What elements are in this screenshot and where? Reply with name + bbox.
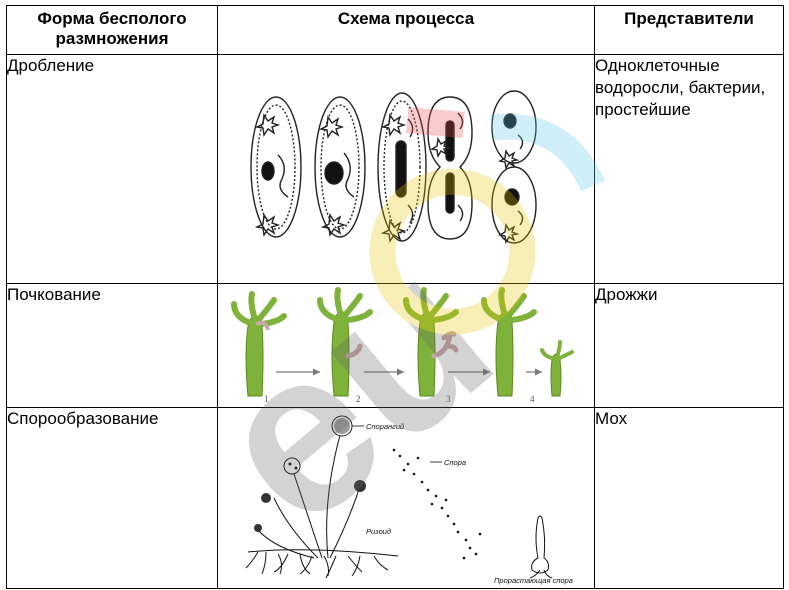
row-form-fission: Дробление xyxy=(6,54,218,284)
sporangium xyxy=(254,524,262,532)
header-scheme: Схема процесса xyxy=(217,5,595,55)
table-row: Дробление xyxy=(6,54,784,284)
paramecium-cell xyxy=(427,96,473,240)
row-examples-fission: Одноклеточные водоросли, бактерии, прост… xyxy=(594,54,784,284)
paramecium-cell xyxy=(491,90,537,244)
label-rhizoid: Ризоид xyxy=(366,527,391,536)
hydra xyxy=(231,291,287,397)
germinating-spore xyxy=(529,515,553,579)
header-row: Форма бесполого размножения Схема процес… xyxy=(6,5,784,55)
label-germinating-spore: Прорастающая спора xyxy=(494,576,573,585)
row-form-budding: Почкование xyxy=(6,283,218,408)
hydra xyxy=(317,287,373,397)
sporangium xyxy=(283,457,301,475)
hydra-small xyxy=(540,340,574,397)
sporulation-diagram-cell: Спорангий Спора Ризоид Прорастающая спор… xyxy=(217,407,595,589)
row-examples-budding: Дрожжи xyxy=(594,283,784,408)
hydra xyxy=(481,287,537,397)
fission-diagram-cell xyxy=(217,54,595,284)
table-row: Почкование xyxy=(6,283,784,408)
step-label: 4 xyxy=(530,394,535,404)
row-form-sporulation: Спорообразование xyxy=(6,407,218,589)
table-row: Спорообразование xyxy=(6,407,784,589)
paramecium-cell xyxy=(377,92,427,243)
label-spore: Спора xyxy=(444,458,466,467)
step-label: 1 xyxy=(264,394,269,404)
sporangium xyxy=(331,415,353,437)
header-examples: Представители xyxy=(594,5,784,55)
hydra xyxy=(403,287,459,397)
label-sporangium: Спорангий xyxy=(366,422,405,431)
paramecium-cell xyxy=(250,96,302,238)
budding-diagram-cell: 1 2 3 4 xyxy=(217,283,595,408)
sporangium xyxy=(261,493,271,503)
budding-diagram: 1 2 3 4 xyxy=(231,287,574,404)
step-label: 2 xyxy=(356,394,361,404)
row-examples-sporulation: Мох xyxy=(594,407,784,589)
fission-diagram xyxy=(250,90,537,244)
step-label: 3 xyxy=(446,394,451,404)
paramecium-cell xyxy=(314,96,366,238)
header-form: Форма бесполого размножения xyxy=(6,5,218,55)
sporangium xyxy=(354,480,366,492)
reproduction-table: Форма бесполого размножения Схема процес… xyxy=(6,5,784,589)
sporulation-diagram: Спорангий Спора Ризоид Прорастающая спор… xyxy=(245,415,573,585)
